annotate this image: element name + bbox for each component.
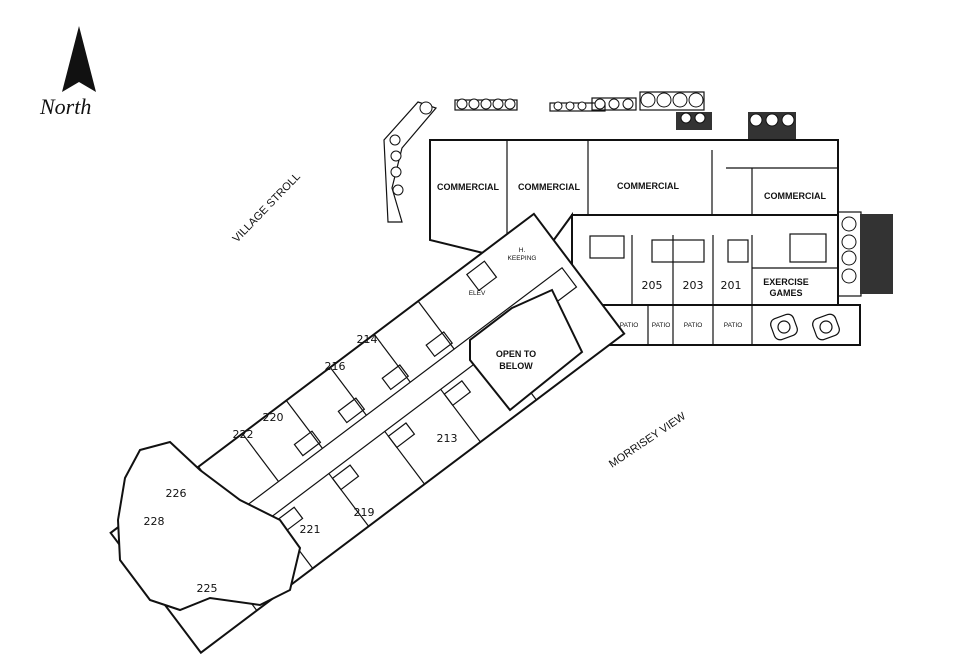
east-wing: [571, 214, 861, 346]
north-arrow-icon: [62, 26, 96, 92]
north-label: North: [39, 94, 91, 119]
unit-219: 219: [354, 506, 375, 519]
southwest-end: [116, 440, 302, 612]
commercial-label-3: COMMERCIAL: [617, 181, 679, 191]
commercial-label-1: COMMERCIAL: [437, 182, 499, 192]
hot-tub-icon: [812, 313, 840, 341]
open-to-below-label-1: OPEN TO: [496, 349, 536, 359]
patio-label-4: PATIO: [724, 322, 743, 329]
unit-205: 205: [642, 279, 663, 292]
open-to-below-area: [469, 288, 584, 412]
unit-213: 213: [437, 432, 458, 445]
patio-label-1: PATIO: [620, 322, 639, 329]
unit-214: 214: [357, 333, 378, 346]
trees: [389, 92, 857, 284]
patio-label-2: PATIO: [652, 322, 671, 329]
h-keeping-label-2: KEEPING: [508, 255, 537, 262]
elev-label: ELEV: [469, 290, 486, 297]
street-village-stroll: VILLAGE STROLL: [231, 171, 303, 245]
unit-226: 226: [166, 487, 187, 500]
street-morrisey-view: MORRISEY VIEW: [607, 410, 689, 470]
unit-225: 225: [197, 582, 218, 595]
h-keeping-label-1: H.: [519, 247, 526, 254]
unit-216: 216: [325, 360, 346, 373]
unit-201: 201: [721, 279, 742, 292]
games-label: GAMES: [769, 288, 802, 298]
unit-221: 221: [300, 523, 321, 536]
unit-220: 220: [263, 411, 284, 424]
unit-203: 203: [683, 279, 704, 292]
unit-222: 222: [233, 428, 254, 441]
unit-228: 228: [144, 515, 165, 528]
exercise-label: EXERCISE: [763, 277, 809, 287]
commercial-label-4: COMMERCIAL: [764, 191, 826, 201]
patio-label-3: PATIO: [684, 322, 703, 329]
open-to-below-label-2: BELOW: [499, 361, 533, 371]
hot-tub-icon: [770, 313, 798, 341]
commercial-label-2: COMMERCIAL: [518, 182, 580, 192]
